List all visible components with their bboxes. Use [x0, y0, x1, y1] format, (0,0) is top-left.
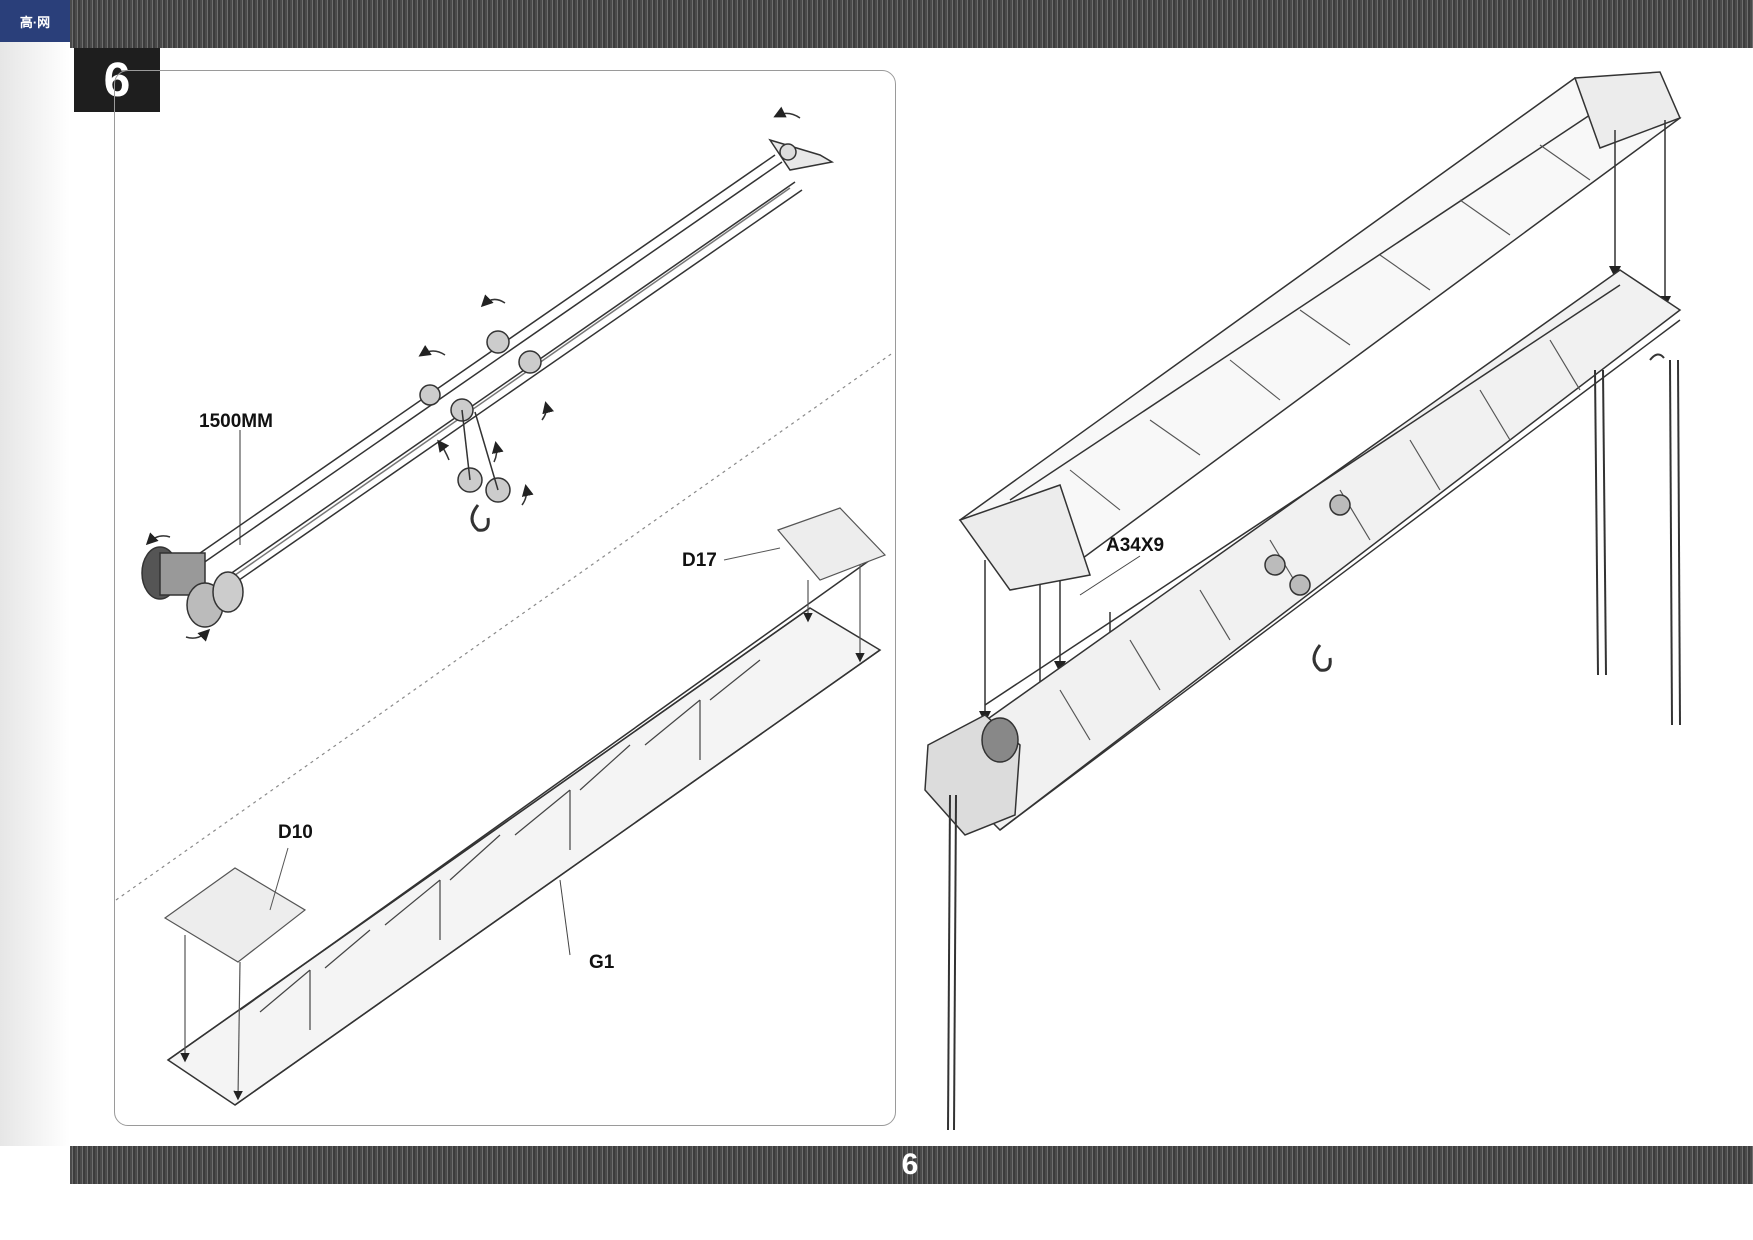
truss-frame-g1	[166, 559, 882, 1106]
plate-d17-right	[1573, 71, 1682, 149]
plate-d10	[163, 847, 307, 1101]
g1-leader-line	[559, 879, 571, 956]
page-margin	[0, 42, 70, 1146]
part-label-d17: D17	[682, 550, 717, 571]
panel-divider-dashed-line	[115, 351, 895, 901]
a34-leader-line	[1079, 555, 1141, 596]
part-label-d10: D10	[278, 822, 313, 843]
crane-bridge-assembly	[924, 71, 1682, 1131]
hoist-rope-assembly	[141, 106, 835, 642]
site-logo: 高·网	[0, 0, 70, 42]
wire-length-label: 1500MM	[199, 411, 273, 432]
winch-drum	[141, 546, 244, 628]
plate-d17	[723, 507, 887, 663]
plate-d10-right	[958, 484, 1091, 591]
sub-assembly-panel	[114, 70, 896, 1126]
footer-band	[70, 1146, 1753, 1184]
part-label-a34x9: A34X9	[1106, 535, 1165, 556]
page-number: 6	[901, 1148, 919, 1181]
site-logo-text: 高·网	[19, 14, 51, 30]
part-label-g1: G1	[589, 952, 615, 973]
header-band	[70, 0, 1753, 48]
